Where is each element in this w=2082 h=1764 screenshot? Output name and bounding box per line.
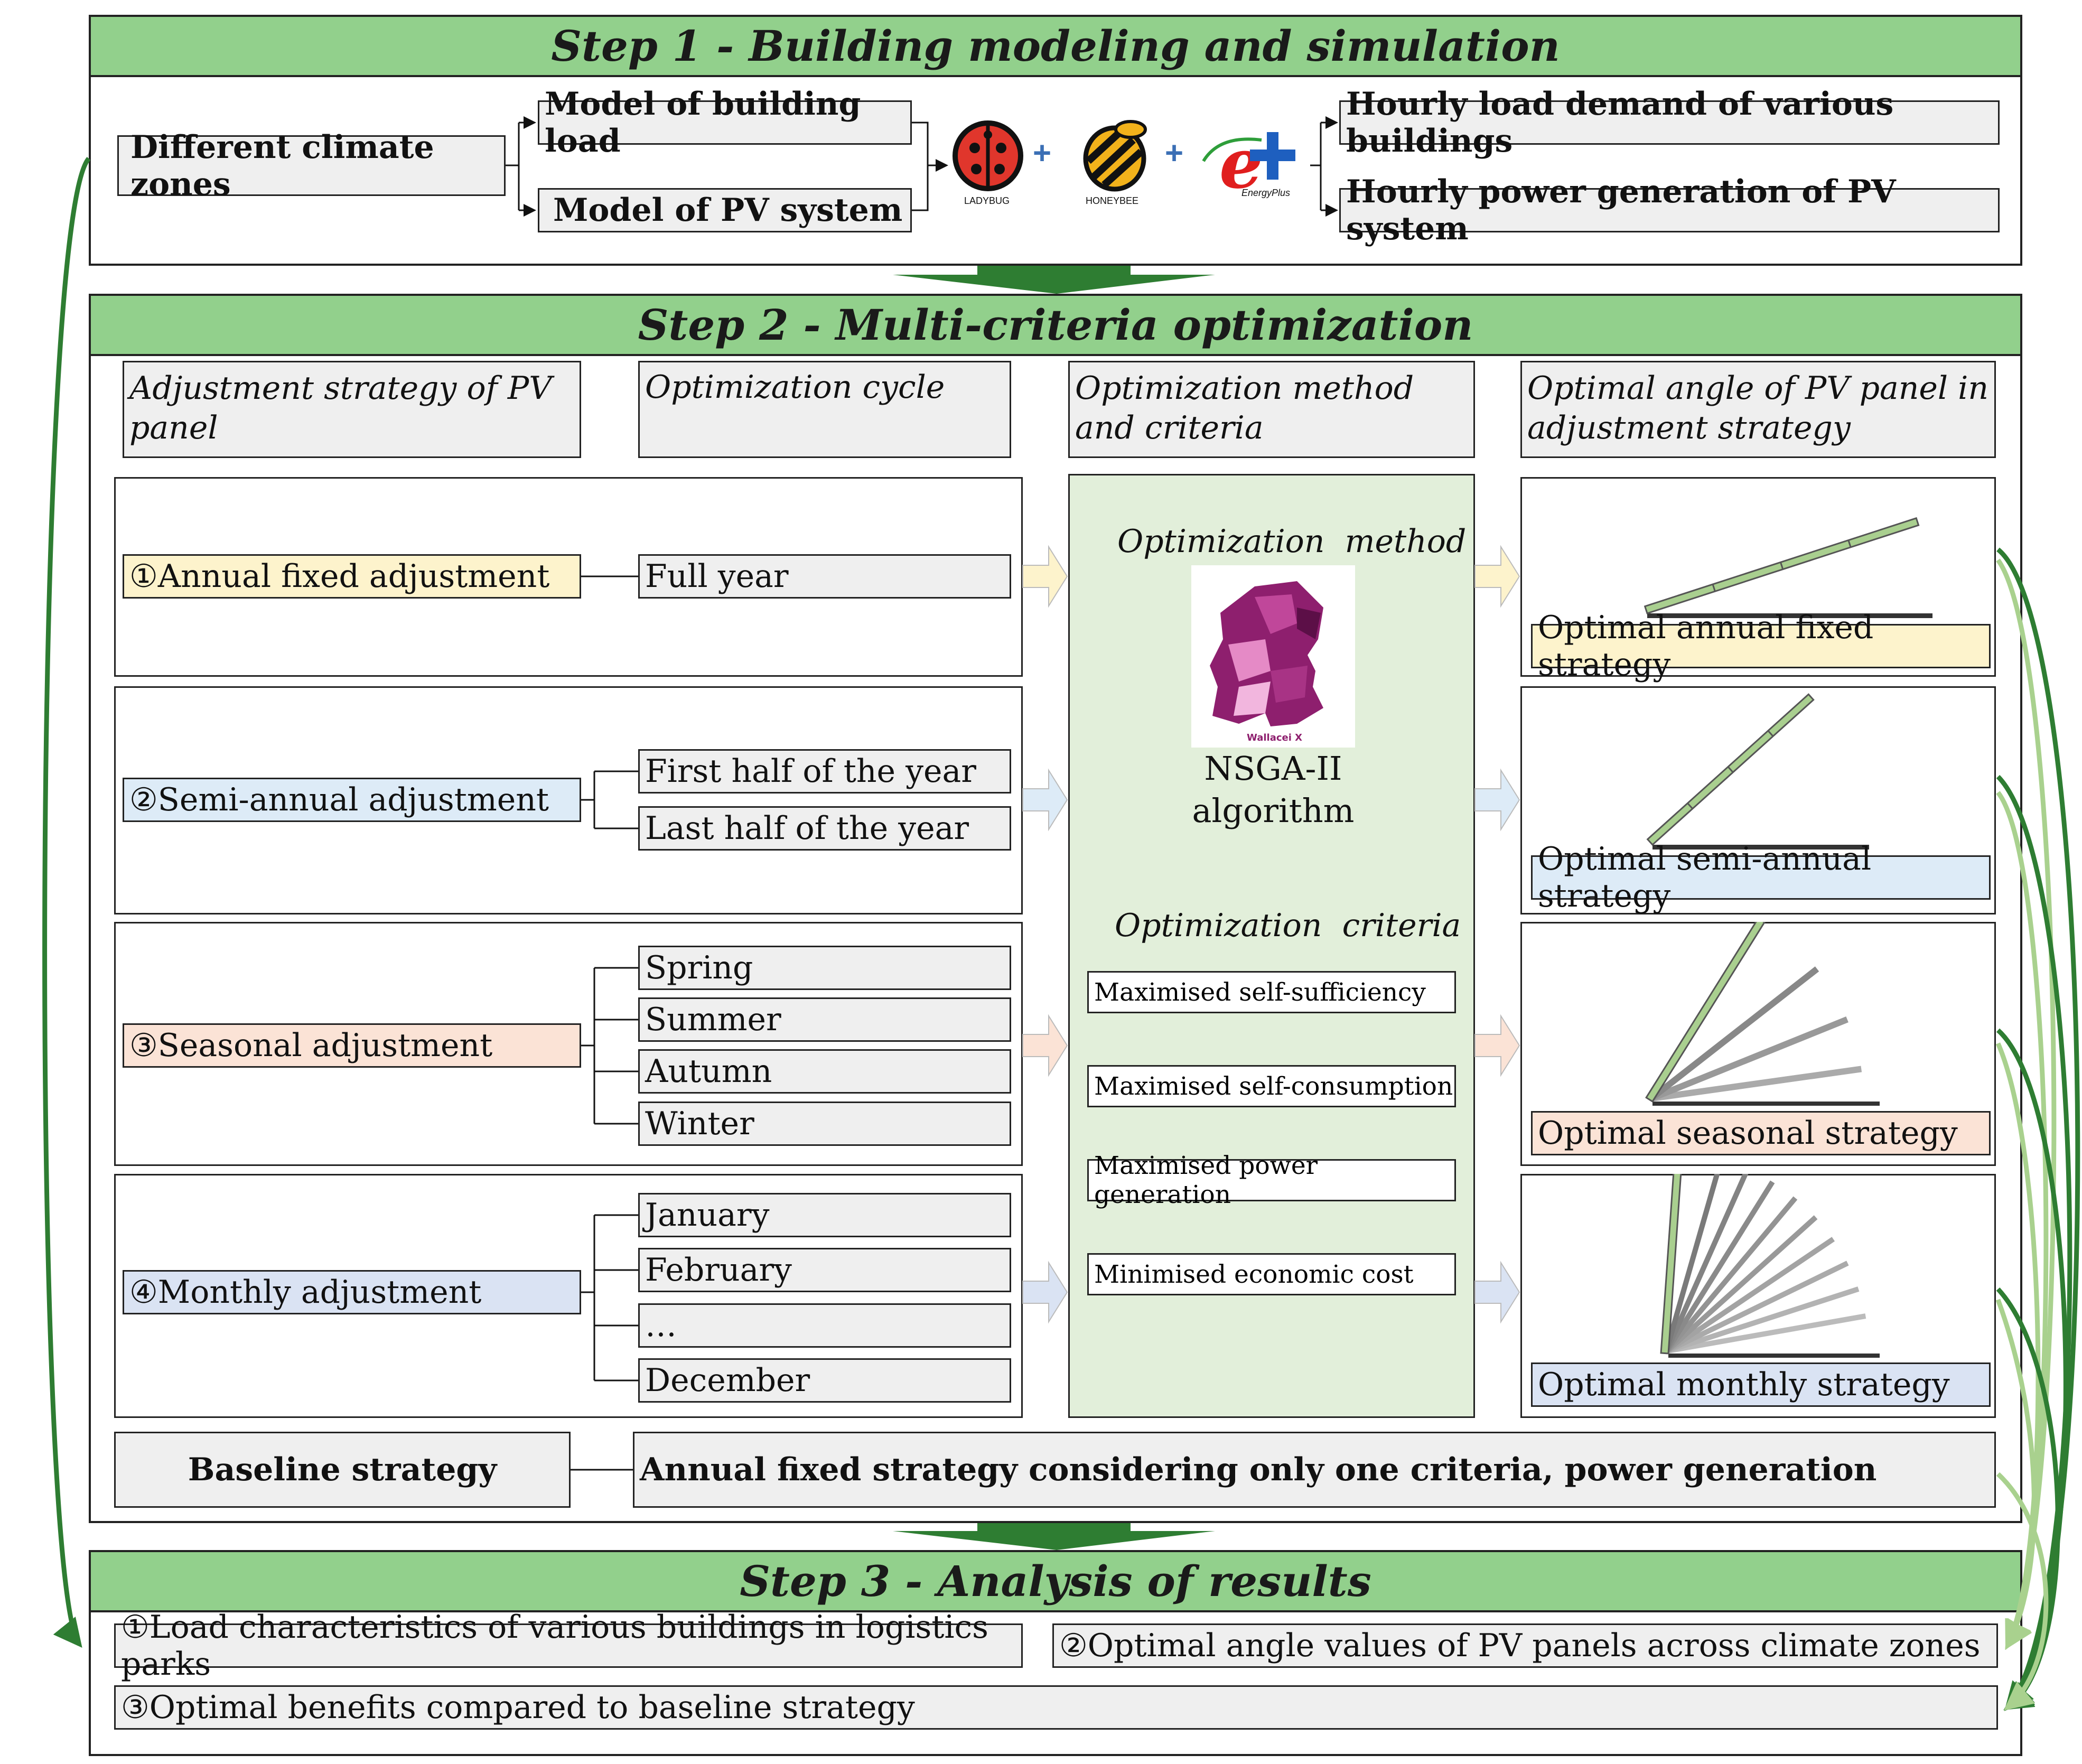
wallacei-logo-icon: Wallacei X [1191, 565, 1355, 748]
step1-title: Step 1 - Building modeling and simulatio… [89, 15, 2022, 77]
arrow-annual-in [1022, 545, 1068, 608]
seasonal-to-angles-arrow [1995, 1042, 2041, 1650]
header-method-criteria-text: Optimization method and criteria [1075, 370, 1414, 446]
strategy-semiannual: ②Semi-annual adjustment [123, 778, 581, 822]
result-optimal-angles: ②Optimal angle values of PV panels acros… [1052, 1623, 1998, 1668]
cycle-spring: Spring [638, 946, 1011, 990]
ladybug-label: LADYBUG [964, 195, 1010, 206]
honeybee-label: HONEYBEE [1086, 195, 1139, 206]
energyplus-icon: e [1202, 124, 1295, 203]
pv-panel-annual-icon [1644, 517, 1932, 618]
step3-title: Step 3 - Analysis of results [89, 1550, 2022, 1612]
criteria-self-consumption: Maximised self-consumption [1087, 1065, 1456, 1107]
baseline-label-text: Baseline strategy [188, 1451, 497, 1488]
method-name: NSGA-II algorithm [1131, 748, 1416, 832]
header-adjustment-strategy-text: Adjustment strategy of PV panel [129, 370, 552, 446]
energyplus-label: EnergyPlus [1241, 188, 1291, 198]
arrow-annual-out [1474, 545, 1520, 608]
cycle-summer: Summer [638, 997, 1011, 1042]
arrow-seasonal-out [1474, 1014, 1520, 1077]
step2-title: Step 2 - Multi-criteria optimization [89, 294, 2022, 356]
arrow-monthly-in [1022, 1261, 1068, 1324]
seasonal-to-benefits-arrow [1996, 1028, 2068, 1711]
climate-to-results-arrow [42, 157, 91, 1648]
cycle-winter: Winter [638, 1102, 1011, 1146]
arrow-seasonal-in [1022, 1014, 1068, 1077]
header-optimal-angle: Optimal angle of PV panel in adjustment … [1520, 361, 1996, 458]
plus-icon-1: + [1033, 135, 1052, 171]
connector-climate-to-models [506, 123, 520, 210]
method-title: Optimization method [1117, 523, 1467, 560]
cycle-first-half: First half of the year [638, 749, 1011, 794]
method-name-text: NSGA-II algorithm [1192, 749, 1355, 830]
strategy-seasonal: ③Seasonal adjustment [123, 1023, 581, 1068]
baseline-label: Baseline strategy [114, 1432, 571, 1508]
criteria-self-sufficiency: Maximised self-sufficiency [1087, 971, 1456, 1013]
result-monthly: Optimal monthly strategy [1531, 1362, 1991, 1407]
honeybee-icon [1083, 120, 1147, 192]
cycle-february: February [638, 1248, 1011, 1292]
criteria-title: Optimization criteria [1115, 907, 1461, 944]
cycle-autumn: Autumn [638, 1049, 1011, 1094]
arrow-semi-in [1022, 768, 1068, 832]
svg-text:e: e [1219, 124, 1263, 203]
semi-to-angles-arrow [1996, 791, 2049, 1650]
strategy-annual: ①Annual fixed adjustment [123, 554, 581, 599]
pv-panel-seasonal-icon [1645, 922, 1880, 1106]
pv-panel-semiannual-icon [1646, 693, 1869, 850]
strategy-monthly: ④Monthly adjustment [123, 1270, 581, 1314]
header-method-criteria: Optimization method and criteria [1068, 361, 1475, 458]
semi-to-benefits-arrow [1996, 774, 2072, 1711]
header-optimization-cycle: Optimization cycle [638, 361, 1011, 458]
arrow-semi-out [1474, 768, 1520, 832]
cycle-full-year: Full year [638, 554, 1011, 599]
plus-icon-2: + [1165, 135, 1184, 171]
baseline-description: Annual fixed strategy considering only o… [633, 1432, 1996, 1508]
step1-to-step2-arrow [893, 266, 1215, 294]
ladybug-icon [953, 120, 1023, 191]
cycle-ellipsis: … [638, 1303, 1011, 1348]
arrow-monthly-out [1474, 1261, 1520, 1324]
result-optimal-benefits: ③Optimal benefits compared to baseline s… [114, 1685, 1998, 1730]
result-seasonal: Optimal seasonal strategy [1531, 1111, 1991, 1155]
header-optimal-angle-text: Optimal angle of PV panel in adjustment … [1527, 370, 1989, 446]
header-adjustment-strategy: Adjustment strategy of PV panel [123, 361, 581, 458]
criteria-economic-cost: Minimised economic cost [1087, 1253, 1456, 1295]
result-annual: Optimal annual fixed strategy [1531, 609, 1991, 683]
model-pv-box: Model of PV system [538, 188, 912, 232]
pv-panel-monthly-icon [1660, 1174, 1880, 1358]
monthly-to-angles-arrow [1995, 1299, 2037, 1650]
header-optimization-cycle-text: Optimization cycle [645, 369, 945, 406]
cycle-january: January [638, 1193, 1011, 1237]
criteria-power-generation: Maximised power generation [1087, 1151, 1456, 1209]
baseline-to-benefits-arrow [1996, 1472, 2049, 1711]
step2-to-step3-arrow [893, 1523, 1215, 1550]
wallacei-logo-text: Wallacei X [1247, 732, 1302, 743]
cycle-december: December [638, 1358, 1011, 1403]
cycle-last-half: Last half of the year [638, 806, 1011, 851]
